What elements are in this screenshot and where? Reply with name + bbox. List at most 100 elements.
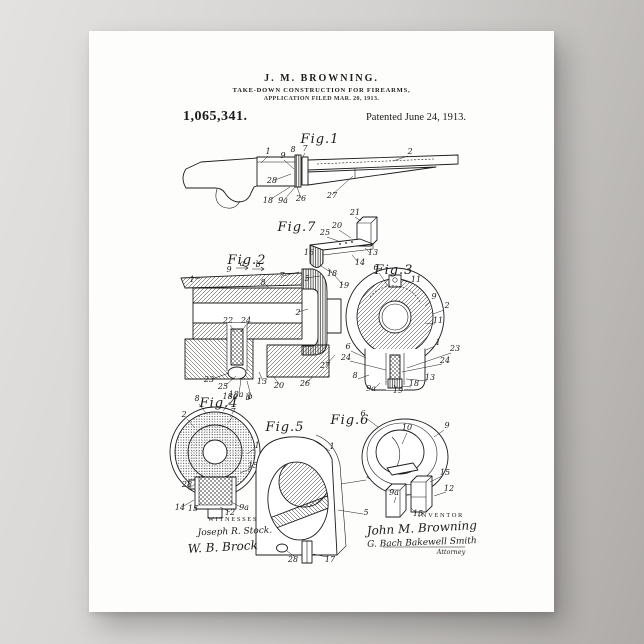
attorney-signature: G. Bach Bakewell Smith (367, 536, 477, 550)
callout: 18 (409, 379, 419, 388)
callout: 2 (406, 147, 412, 156)
fig4-drawing: Fig.4 8 18a b 7 2 1 15 28 14 15 12 9a (169, 392, 261, 519)
callout: 1 (435, 338, 440, 347)
fig1-label: Fig.1 (300, 132, 340, 147)
witness-signature-2: W. B. Brock (187, 538, 258, 556)
callout: 25 (217, 382, 228, 391)
callout: 8 (260, 278, 265, 287)
witnesses-heading: WITNESSES (208, 516, 258, 523)
fig5-drawing: Fig.5 1 4 5 28 17 (255, 420, 372, 564)
application-filed-line: APPLICATION FILED MAR. 20, 1913. (263, 96, 380, 102)
attorney-label: Attorney (436, 548, 466, 556)
callout: 7 (302, 144, 308, 153)
callout: 28 (181, 480, 192, 489)
callout: 5 (363, 508, 368, 517)
fig7-drawing: Fig.7 21 20 25 16 13 14 18 19 (277, 208, 379, 290)
callout: 12 (225, 508, 235, 517)
patent-header: J. M. BROWNING. TAKE-DOWN CONSTRUCTION F… (89, 31, 554, 125)
callout: 27 (326, 191, 338, 200)
fig6-label: Fig.6 (330, 413, 370, 428)
callout: 1 (254, 441, 259, 450)
callout: 25 (319, 228, 330, 237)
inventor-name-line: J. M. BROWNING. (264, 73, 379, 84)
fig2-label: Fig.2 (227, 253, 267, 268)
patent-number: 1,065,341. (183, 109, 248, 124)
callout: 5 (304, 274, 309, 283)
callout: 15 (248, 461, 258, 470)
callout: 26 (295, 194, 306, 203)
fig4-label: Fig.4 (199, 396, 239, 411)
fig7-label: Fig.7 (277, 220, 317, 235)
callout: 2 (294, 308, 300, 317)
callout: 9a (366, 384, 376, 393)
callout: 23 (203, 375, 214, 384)
inventor-signature: John M. Browning (363, 518, 477, 538)
callout: 6 (345, 342, 350, 351)
callout: 23 (449, 344, 460, 353)
callout: 14 (355, 258, 365, 267)
callout: 6 (373, 263, 378, 272)
callout: 1 (189, 275, 194, 284)
callout: 28 (287, 555, 298, 564)
callout: a (240, 259, 245, 268)
callout: 1 (329, 442, 334, 451)
callout: 6 (360, 409, 365, 418)
callout: b (255, 260, 260, 269)
patent-date: Patented June 24, 1913. (365, 112, 466, 123)
fig2-drawing: Fig.2 9 a b 1 8 7 5 2 22 24 23 25 18a b … (180, 253, 342, 401)
callout: 19 (393, 386, 403, 395)
signature-block: WITNESSES Joseph R. Stock. W. B. Brock I… (187, 512, 477, 556)
callout: 24 (340, 353, 351, 362)
patent-number-row: 1,065,341. Patented June 24, 1913. (89, 109, 554, 125)
callout: 15 (188, 504, 198, 513)
callout: 9 (280, 151, 285, 160)
callout: 27 (319, 361, 331, 370)
callout: 26 (299, 379, 310, 388)
callout: 13 (425, 373, 435, 382)
callout: b (247, 392, 252, 401)
callout: 18 (263, 196, 273, 205)
callout: 9 (431, 292, 436, 301)
callout: 16 (304, 248, 314, 257)
callout: 15 (440, 468, 450, 477)
callout: 8 (194, 394, 199, 403)
callout: 7 (279, 271, 285, 280)
fig3-label: Fig.3 (374, 263, 414, 278)
callout: 15 (413, 509, 423, 518)
callout: 18 (327, 269, 337, 278)
witness-signature-1: Joseph R. Stock. (196, 526, 273, 539)
callout: 10 (402, 423, 412, 432)
callout: 9a (239, 503, 249, 512)
callout: 9a (389, 488, 399, 497)
callout: 19 (339, 281, 349, 290)
callout: 9 (444, 421, 449, 430)
callout: 9a (278, 196, 288, 205)
callout: 11 (433, 316, 443, 325)
callout: 14 (175, 503, 185, 512)
callout: 21 (349, 208, 360, 217)
callout: 8 (352, 371, 357, 380)
callout: 2 (443, 301, 449, 310)
callout: 17 (325, 555, 336, 564)
callout: 13 (257, 377, 267, 386)
callout: 20 (331, 221, 342, 230)
callout: 18a (229, 390, 244, 399)
callout: 12 (444, 484, 454, 493)
callout: 9 (226, 265, 231, 274)
callout: 2 (180, 410, 186, 419)
callout: 8 (290, 145, 295, 154)
fig1-drawing: Fig.1 1 9 8 7 2 28 18 9a 26 27 (182, 132, 459, 209)
callout: 11 (411, 275, 421, 284)
inventor-heading: INVENTOR (418, 512, 464, 519)
patent-poster: J. M. BROWNING. TAKE-DOWN CONSTRUCTION F… (89, 31, 554, 612)
fig5-label: Fig.5 (265, 420, 305, 435)
patent-title-line: TAKE-DOWN CONSTRUCTION FOR FIREARMS, (232, 87, 411, 94)
callout: 24 (240, 316, 251, 325)
callout: 20 (273, 381, 284, 390)
callout: b (245, 393, 250, 402)
callout: 22 (222, 316, 233, 325)
callout: 13 (368, 248, 378, 257)
patent-drawing-canvas: Fig.1 1 9 8 7 2 28 18 9a 26 27 Fig.7 21 … (169, 132, 478, 564)
callout: 1 (265, 147, 270, 156)
fig6-drawing: Fig.6 6 10 9 15 12 9a 15 (330, 409, 455, 518)
